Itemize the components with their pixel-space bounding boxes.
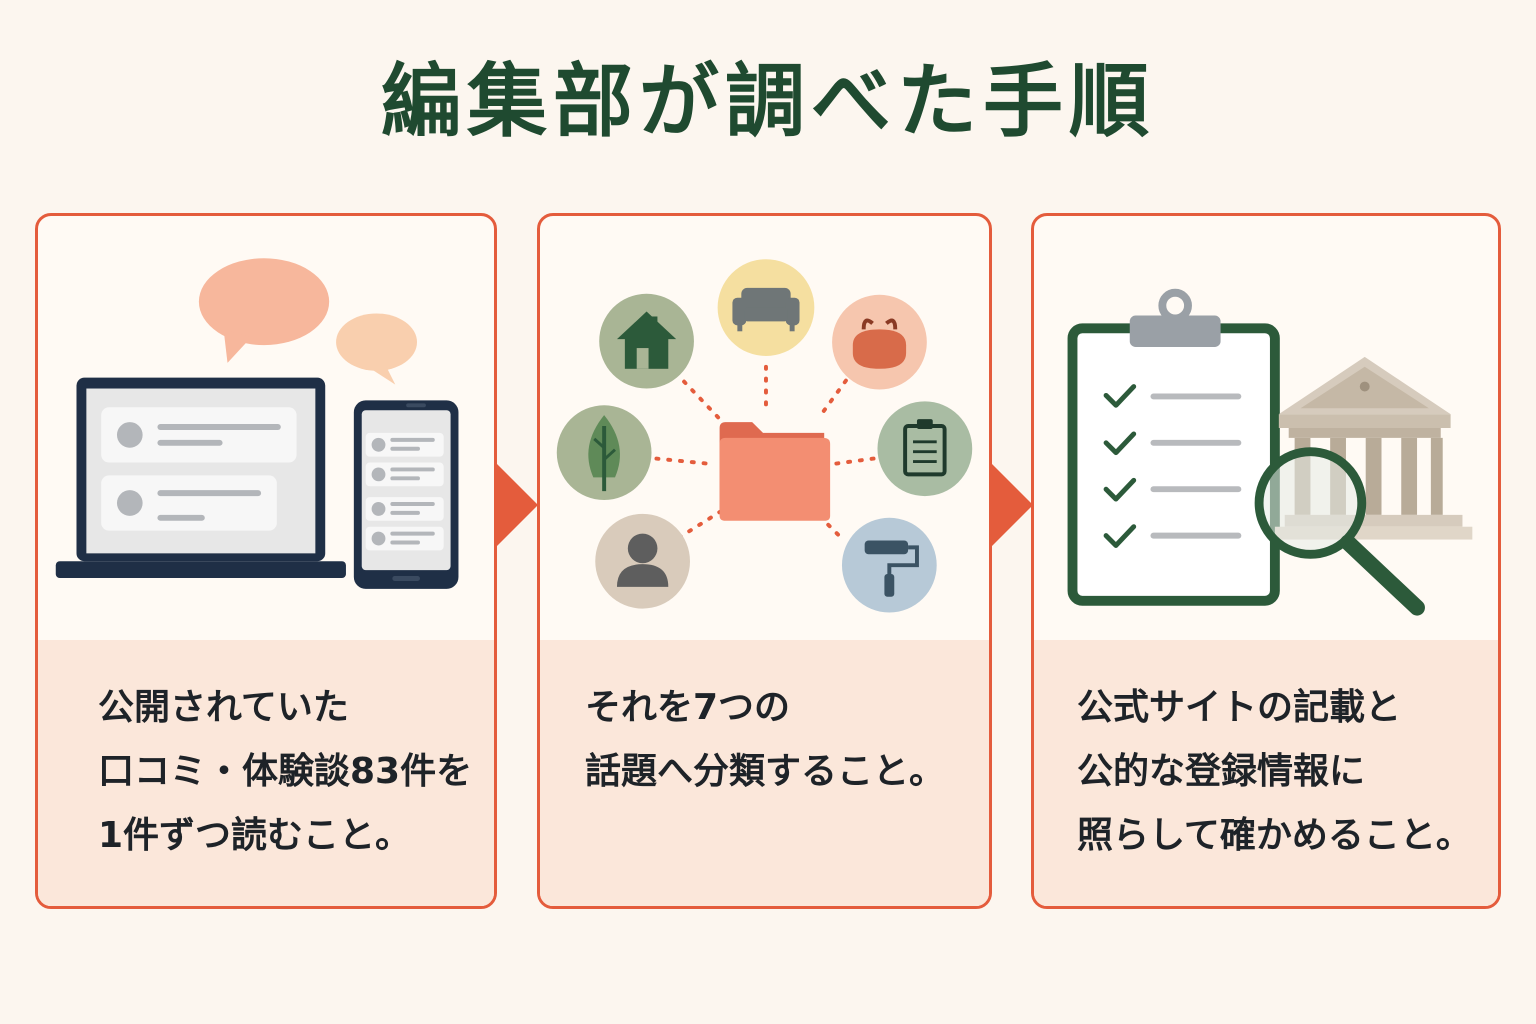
smartphone-icon: [353, 400, 459, 589]
sofa-icon: [717, 259, 815, 356]
step-1-line-1: 公開されていた: [98, 687, 349, 728]
paint-roller-icon: [841, 517, 937, 613]
step-3-line-1: 公式サイトの記載と: [1077, 687, 1402, 728]
coin-purse-icon: [832, 294, 927, 390]
step-card-2: それを7つの 話題へ分類すること。: [537, 213, 992, 909]
step-2-line-2: 話題へ分類すること。: [585, 751, 946, 792]
step-3-line-2: 公的な登録情報に: [1077, 751, 1366, 792]
speech-bubble-icon: [198, 258, 330, 363]
step-1-line-3: 1件ずつ読むこと。: [98, 815, 412, 856]
folder-icon: [719, 422, 831, 521]
page-title: 編集部が調べた手順: [381, 55, 1155, 148]
tree-icon: [556, 405, 652, 501]
step-3-description: 公式サイトの記載と 公的な登録情報に 照らして確かめること。: [1034, 640, 1498, 906]
step-card-1: 公開されていた 口コミ・体験談83件を 1件ずつ読むこと。: [35, 213, 497, 909]
clipboard-icon: [877, 401, 973, 497]
step-3-line-3: 照らして確かめること。: [1077, 815, 1472, 856]
arrow-right-icon: [496, 463, 538, 547]
step-1-illustration: [55, 258, 459, 589]
step-3-illustration: [1067, 288, 1473, 616]
step-2-description: それを7つの 話題へ分類すること。: [540, 640, 989, 906]
house-icon: [599, 293, 694, 389]
speech-bubble-icon: [336, 313, 418, 385]
step-2-line-1: それを7つの: [585, 687, 791, 728]
step-card-3: 公式サイトの記載と 公的な登録情報に 照らして確かめること。: [1031, 213, 1501, 909]
step-2-illustration: [556, 259, 973, 613]
checklist-clipboard-icon: [1067, 288, 1280, 606]
person-icon: [595, 513, 690, 609]
step-1-description: 公開されていた 口コミ・体験談83件を 1件ずつ読むこと。: [38, 640, 494, 906]
laptop-icon: [55, 377, 346, 579]
step-1-line-2: 口コミ・体験談83件を: [98, 751, 473, 792]
arrow-right-icon: [991, 463, 1033, 547]
magnifier-icon: [1254, 447, 1425, 616]
